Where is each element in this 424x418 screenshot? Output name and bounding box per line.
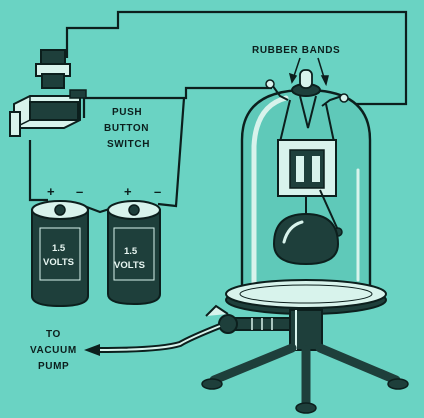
- switch-label-line2: BUTTON: [104, 123, 149, 134]
- bell-mechanism: [277, 95, 343, 237]
- wire-switch-to-jar: [82, 86, 272, 118]
- battery-2: [107, 200, 161, 306]
- battery-1-unit: VOLTS: [43, 257, 74, 268]
- switch-label-line3: SWITCH: [107, 139, 150, 150]
- battery-1-voltage: 1.5: [52, 243, 66, 254]
- push-button-switch[interactable]: [9, 49, 87, 137]
- pump-label-line2: VACUUM: [30, 345, 77, 356]
- vacuum-hose: [84, 323, 222, 356]
- battery-1: [31, 200, 89, 308]
- wire-top-loop: [65, 10, 408, 106]
- rubber-bands-pointers: [288, 57, 329, 87]
- wire-switch-to-battery: [28, 140, 48, 202]
- battery-2-unit: VOLTS: [114, 260, 145, 271]
- battery-2-minus: –: [154, 184, 161, 199]
- battery-2-voltage: 1.5: [124, 246, 138, 257]
- battery-1-minus: –: [76, 184, 83, 199]
- platform-stand: [201, 279, 409, 414]
- terminals: [265, 79, 349, 107]
- pump-label-line1: TO: [46, 329, 61, 340]
- pump-label-line3: PUMP: [38, 361, 69, 372]
- arrow-to-pump-icon: [84, 344, 100, 356]
- wire-battery-to-switch: [157, 97, 186, 208]
- battery-1-plus: +: [47, 184, 55, 199]
- bell-dome: [272, 212, 340, 266]
- battery-2-plus: +: [124, 184, 132, 199]
- switch-label-line1: PUSH: [112, 107, 142, 118]
- rubber-bands-label: RUBBER BANDS: [252, 45, 340, 56]
